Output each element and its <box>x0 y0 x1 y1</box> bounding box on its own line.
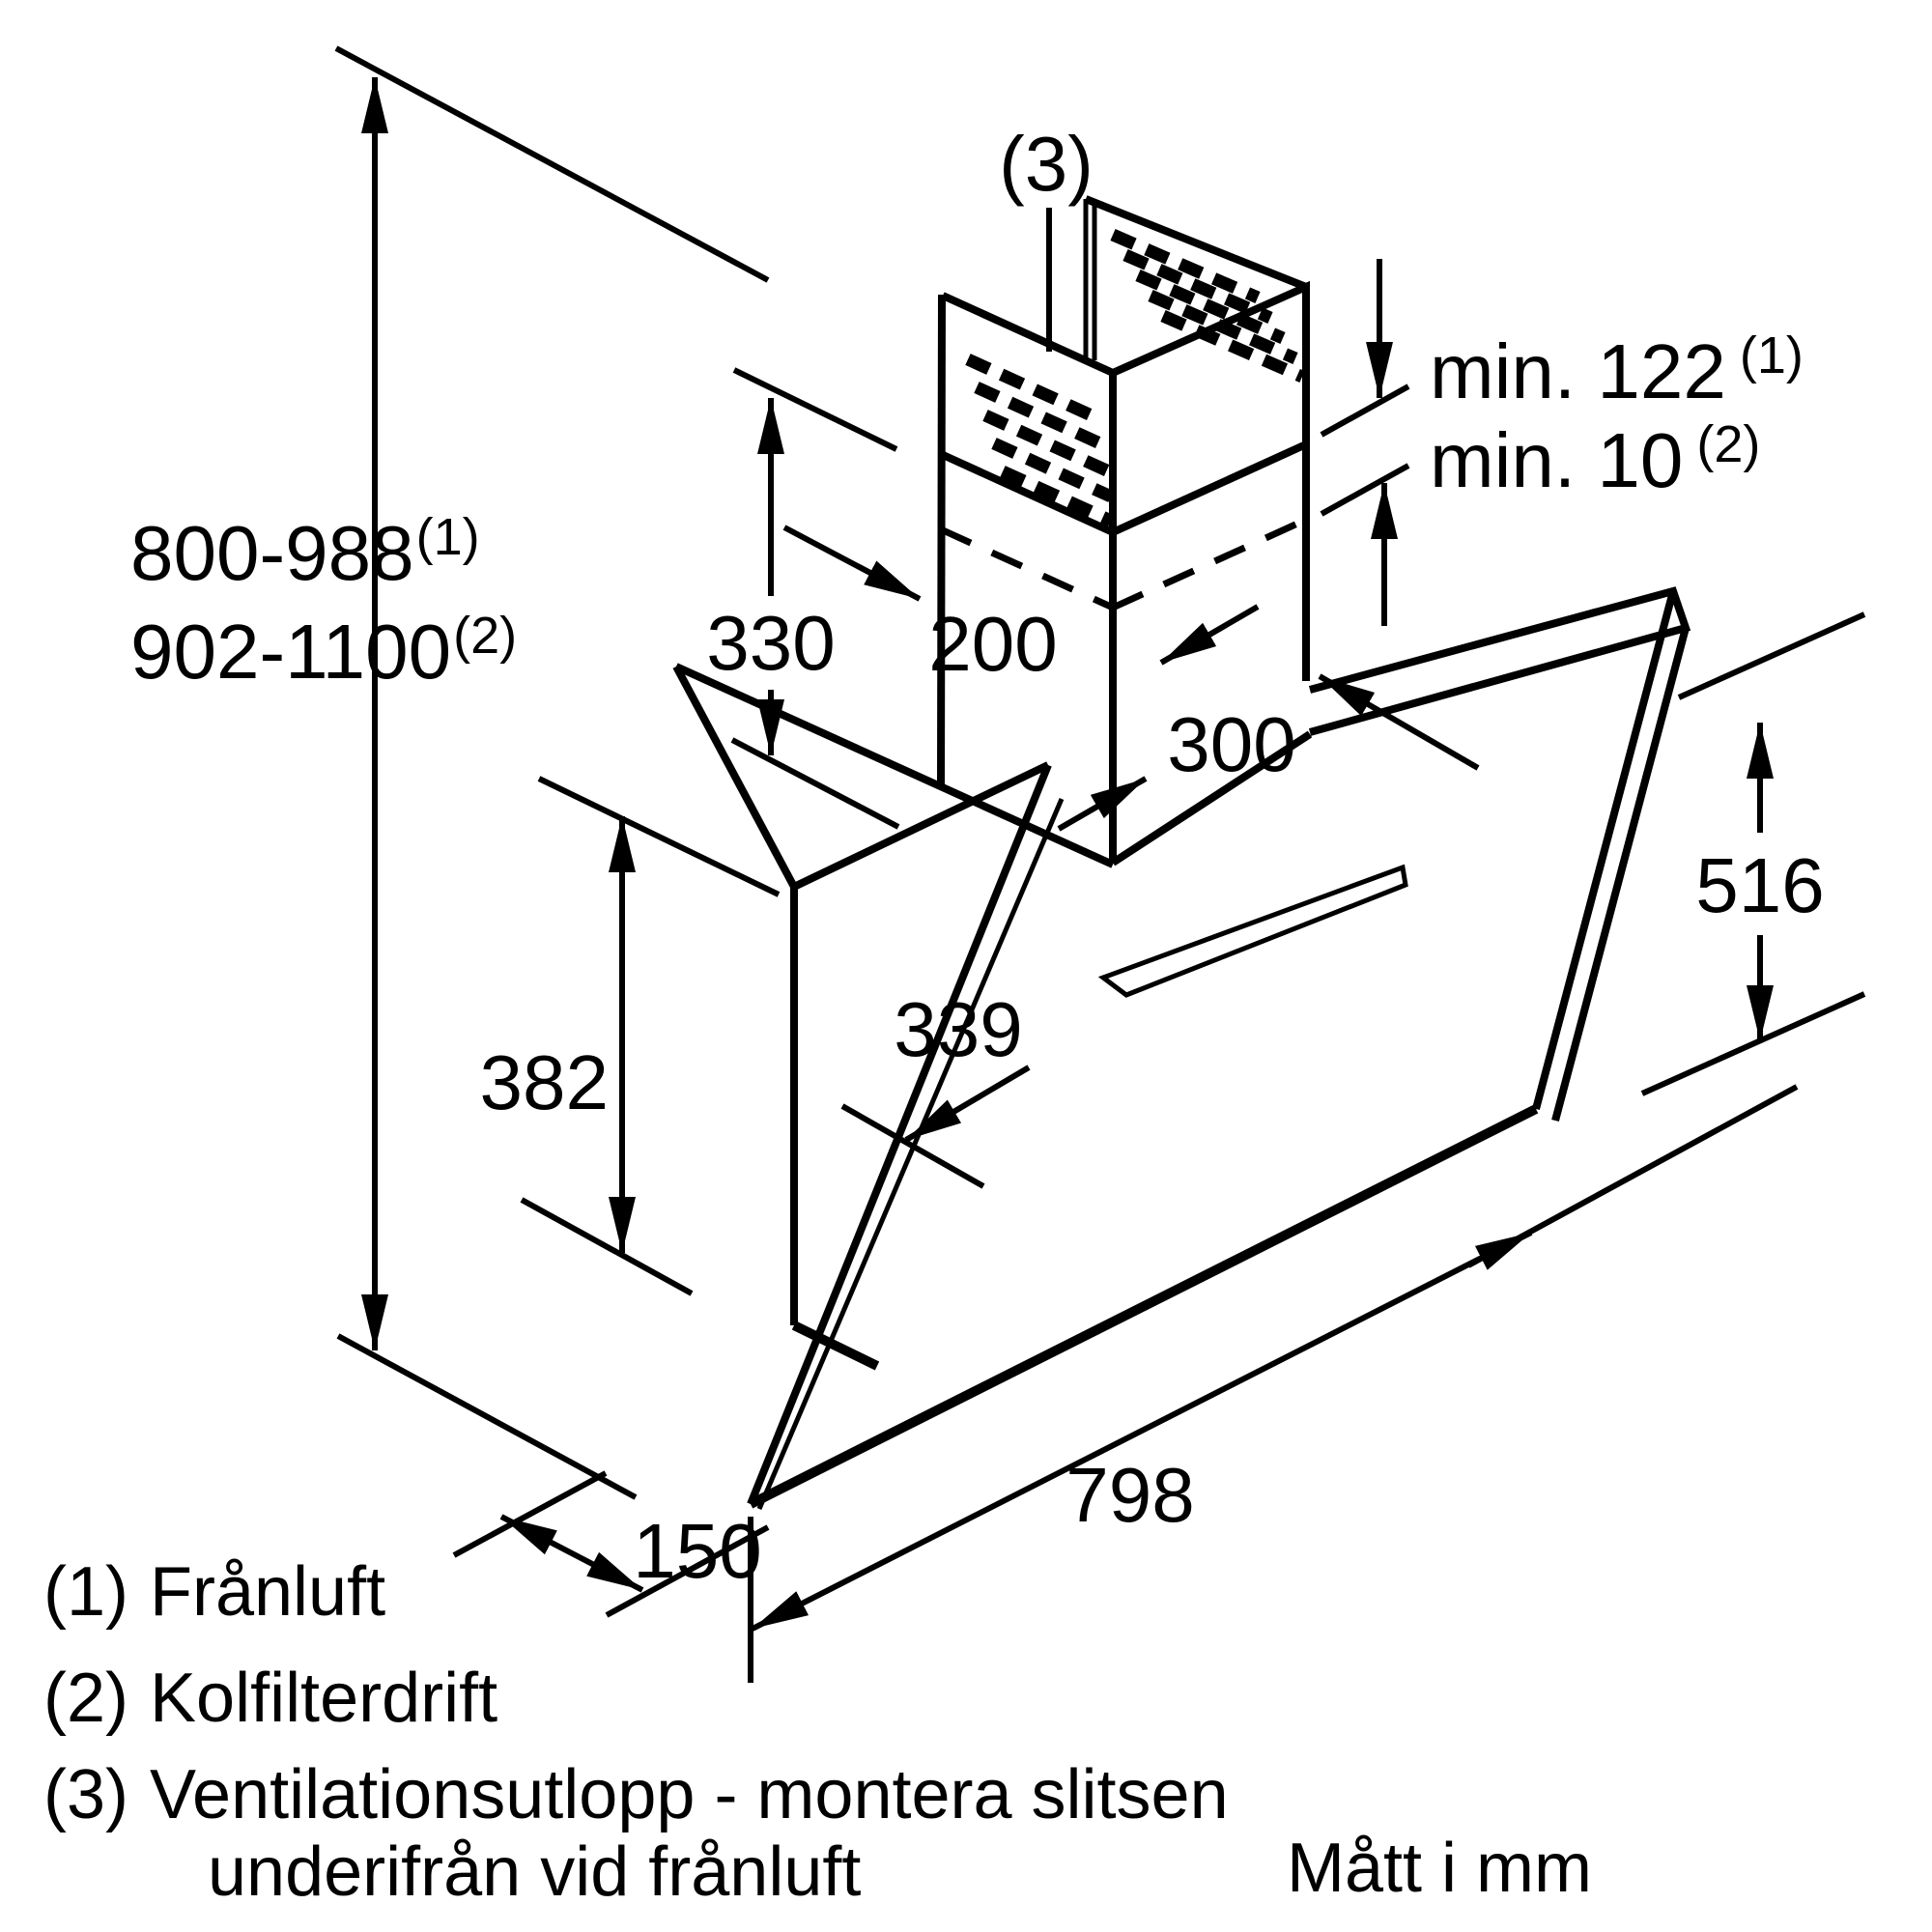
dim-516-ext-bottom <box>1640 991 1866 1096</box>
dim-382: 382 <box>480 776 781 1296</box>
min-ext-line-upper <box>1320 384 1410 438</box>
dim-150: 150 <box>452 1470 770 1618</box>
dim-382-ext-bottom <box>520 1197 694 1296</box>
legend-2-num: (2) <box>43 1660 128 1737</box>
dim-339: 339 <box>840 986 1031 1189</box>
handle-recess-outline <box>1097 864 1408 998</box>
legend-1-text: Frånluft <box>150 1553 385 1631</box>
chimney-overlap-dashed-front <box>939 526 1115 611</box>
dim-330-ext-top <box>732 367 898 452</box>
glass-bottom-edge <box>748 1104 1539 1509</box>
legend-3-text: Ventilationsutlopp - montera slitsen <box>150 1756 1229 1833</box>
dim-382-ext-top <box>537 776 781 897</box>
dim-798: 798 <box>748 1084 1799 1683</box>
dim-339-arrow <box>904 1065 1031 1143</box>
dim-min-clearance: min. 122(1) min. 10(2) <box>1320 259 1804 626</box>
height-ext-line-top <box>334 45 770 283</box>
legend-2-text: Kolfilterdrift <box>150 1660 497 1737</box>
chimney-overlap-dashed-right <box>1111 516 1308 611</box>
legend: (1) Frånluft (2) Kolfilterdrift (3) Vent… <box>43 1553 1229 1911</box>
legend-3-num: (3) <box>43 1756 128 1833</box>
vent-callout: (3) <box>999 121 1094 352</box>
dim-798-line <box>751 1230 1533 1632</box>
dim-330-label: 330 <box>706 600 835 686</box>
chimney <box>937 195 1313 867</box>
min-exhaust-label: min. 122(1) <box>1430 327 1804 414</box>
height-exhaust-label: 800-988(1) <box>130 508 480 596</box>
glass-right-edge-outer <box>1532 589 1677 1111</box>
dim-798-label: 798 <box>1065 1452 1194 1538</box>
dim-150-line <box>499 1514 644 1593</box>
dim-339-ext-line <box>840 1103 985 1189</box>
glass-left-edge-inner <box>756 798 1065 1510</box>
dim-330-ext-bottom <box>730 737 900 830</box>
legend-1-num: (1) <box>43 1553 128 1631</box>
dim-200: 200 <box>782 525 1148 832</box>
dim-200-label: 200 <box>928 601 1057 687</box>
body-top-front-edge <box>792 761 1050 891</box>
vent-callout-label: (3) <box>999 121 1094 207</box>
rear-wall-top-edge <box>1084 195 1308 291</box>
min-recirculation-label: min. 10(2) <box>1430 415 1760 503</box>
dim-150-ext-left <box>452 1470 608 1558</box>
dim-330: 330 <box>706 367 900 830</box>
height-ext-line-bottom <box>336 1333 638 1500</box>
height-recirculation-label: 902-1100(2) <box>130 607 517 695</box>
dim-300-label: 300 <box>1167 701 1295 787</box>
min-ext-line-lower <box>1320 463 1410 517</box>
glass-top-edge <box>1308 586 1691 736</box>
body-top-back-edge <box>674 663 1115 868</box>
dim-300-arrow-back <box>1318 673 1480 771</box>
dim-150-label: 150 <box>633 1508 761 1594</box>
dim-200-arrow-left <box>782 525 922 602</box>
chimney-joint-right <box>1111 440 1308 536</box>
body-top-left-edge <box>672 665 798 889</box>
dim-300: 300 <box>1159 604 1480 787</box>
units-note: Mått i mm <box>1287 1830 1592 1907</box>
dim-150-ext-right <box>605 1524 770 1618</box>
chimney-right-face <box>1111 280 1310 681</box>
chimney-front-left-edge <box>937 294 946 786</box>
dim-516: 516 <box>1640 611 1866 1096</box>
dim-300-arrow-front <box>1159 604 1260 666</box>
dim-382-label: 382 <box>480 1039 609 1125</box>
legend-3-text-line2: underifrån vid frånluft <box>208 1833 861 1911</box>
dim-798-ext-right <box>1466 1084 1799 1268</box>
dim-339-label: 339 <box>894 986 1022 1072</box>
chimney-joint-front <box>939 450 1115 536</box>
rear-vent-grille <box>1110 229 1305 383</box>
front-vent-grille <box>965 354 1114 526</box>
glass-right-edge-inner <box>1551 626 1690 1122</box>
dim-516-label: 516 <box>1695 842 1824 928</box>
dim-200-arrow-right <box>1057 776 1148 832</box>
glass-handle-recess <box>1097 864 1408 998</box>
dim-516-ext-top <box>1677 611 1866 700</box>
wall-height-dimension: 800-988(1) 902-1100(2) <box>130 45 770 1500</box>
chimney-right-bottom-edge <box>1110 730 1313 867</box>
